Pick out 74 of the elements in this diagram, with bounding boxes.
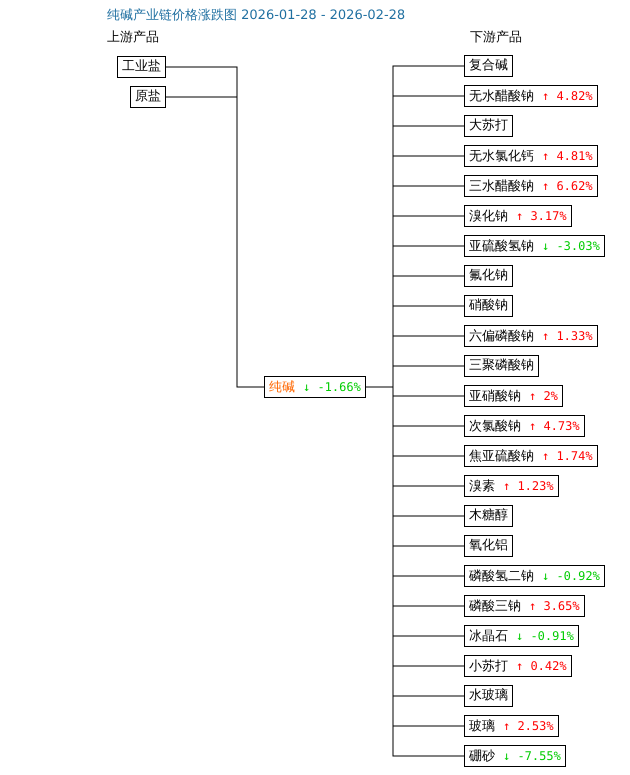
product-box	[464, 415, 585, 437]
price-change: ↓ -3.03%	[542, 239, 600, 253]
chart-title: 纯碱产业链价格涨跌图 2026-01-28 - 2026-02-28	[107, 7, 406, 24]
price-change: ↑ 3.65%	[529, 599, 580, 613]
product-name: 硼砂	[469, 749, 495, 764]
product-name: 三水醋酸钠	[469, 179, 534, 194]
product-name: 玻璃	[469, 719, 495, 734]
price-change: ↑ 1.74%	[542, 449, 593, 463]
price-change: ↑ 4.81%	[542, 149, 593, 163]
product-box	[464, 655, 572, 677]
product-box	[464, 565, 605, 587]
product-box	[264, 376, 366, 398]
product-name: 溴素	[469, 479, 495, 494]
product-box	[464, 325, 598, 347]
product-box	[464, 505, 513, 527]
product-box	[464, 475, 559, 497]
price-change: ↑ 4.73%	[529, 419, 580, 433]
product-box	[464, 445, 598, 467]
product-box	[464, 625, 579, 647]
product-name: 复合碱	[469, 58, 508, 73]
price-change: ↑ 1.33%	[542, 329, 593, 343]
product-box	[130, 86, 166, 108]
product-box	[464, 355, 539, 377]
product-name: 磷酸三钠	[469, 599, 521, 614]
product-box	[464, 175, 598, 197]
product-name: 硝酸钠	[469, 298, 508, 313]
product-name: 亚硫酸氢钠	[469, 239, 534, 254]
price-change: ↑ 2%	[529, 389, 558, 403]
product-name: 无水醋酸钠	[469, 89, 534, 104]
price-change: ↑ 6.62%	[542, 179, 593, 193]
product-box	[464, 535, 513, 557]
product-name: 氟化钠	[469, 268, 508, 283]
product-box	[464, 205, 572, 227]
product-name: 小苏打	[469, 659, 508, 674]
column-heading: 下游产品	[470, 29, 522, 46]
product-box	[464, 715, 559, 737]
price-change: ↓ -1.66%	[303, 380, 361, 394]
product-name: 焦亚硫酸钠	[469, 449, 534, 464]
price-change: ↑ 2.53%	[503, 719, 554, 733]
product-box	[464, 685, 513, 707]
product-name: 木糖醇	[469, 508, 508, 523]
product-box	[464, 115, 513, 137]
product-box	[464, 55, 513, 77]
product-box	[464, 595, 585, 617]
price-change: ↑ 1.23%	[503, 479, 554, 493]
product-name: 纯碱	[269, 380, 295, 395]
price-change: ↑ 0.42%	[516, 659, 567, 673]
product-box	[117, 56, 166, 78]
product-name: 冰晶石	[469, 629, 508, 644]
product-box	[464, 85, 598, 107]
product-name: 氧化铝	[469, 538, 508, 553]
product-name: 六偏磷酸钠	[469, 329, 534, 344]
price-change: ↑ 4.82%	[542, 89, 593, 103]
product-box	[464, 295, 513, 317]
product-name: 工业盐	[122, 59, 161, 74]
product-name: 水玻璃	[469, 688, 508, 703]
product-box	[464, 235, 605, 257]
product-name: 大苏打	[469, 118, 508, 133]
price-change: ↓ -7.55%	[503, 749, 561, 763]
price-change: ↓ -0.92%	[542, 569, 600, 583]
product-name: 磷酸氢二钠	[469, 569, 534, 584]
product-box	[464, 145, 598, 167]
product-box	[464, 385, 563, 407]
product-name: 无水氯化钙	[469, 149, 534, 164]
product-name: 溴化钠	[469, 209, 508, 224]
product-name: 亚硝酸钠	[469, 389, 521, 404]
product-box	[464, 265, 513, 287]
product-name: 三聚磷酸钠	[469, 358, 534, 373]
product-box	[464, 745, 566, 767]
column-heading: 上游产品	[107, 29, 159, 46]
product-name: 原盐	[135, 89, 161, 104]
price-change: ↑ 3.17%	[516, 209, 567, 223]
product-name: 次氯酸钠	[469, 419, 521, 434]
price-change: ↓ -0.91%	[516, 629, 574, 643]
